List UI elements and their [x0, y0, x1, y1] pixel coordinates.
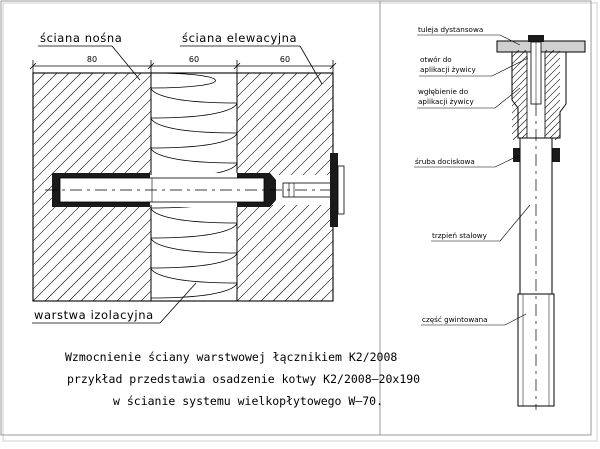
hatch-line: [260, 228, 333, 301]
outer-frame: [0, 0, 592, 436]
label-bearing-wall: ściana nośna: [40, 31, 122, 45]
hatch-line: [512, 50, 541, 79]
hatch-line: [540, 120, 560, 140]
hatch-line: [512, 50, 534, 72]
hatch-line: [33, 73, 34, 74]
hatch-line: [321, 73, 549, 301]
hatch-line: [320, 288, 333, 301]
hatch-line: [512, 57, 560, 107]
dimension-line: [29, 60, 337, 73]
caption-line-1: Wzmocnienie ściany warstwowej łącznikiem…: [65, 350, 397, 364]
hatch-line: [562, 50, 600, 140]
leader-bearing-wall: [111, 45, 141, 81]
hatch-line: [381, 73, 600, 301]
leader-facade-wall: [299, 45, 323, 85]
hatch-line: [237, 204, 333, 301]
hatch-line: [512, 85, 560, 135]
hatch-line: [512, 50, 560, 100]
hatch-line: [248, 216, 333, 301]
hatch-line: [33, 74, 151, 194]
hatch-line: [237, 192, 333, 290]
label-facade-wall: ściana elewacyjna: [182, 31, 297, 45]
hatch-line: [237, 73, 298, 134]
dimension-60-insulation: 60: [189, 55, 199, 64]
hatch-line: [429, 73, 600, 301]
hatch-line: [533, 113, 560, 140]
label-insulation: warstwa izolacyjna: [34, 308, 154, 322]
label-spacer-sleeve: tuleja dystansowa: [418, 25, 483, 34]
dimension-60-facade: 60: [280, 55, 290, 64]
leader-pressure-screw: [494, 154, 521, 168]
anchor-head-plate: [330, 153, 338, 227]
hatch-line: [33, 73, 142, 182]
hatch-line: [80, 230, 151, 301]
hatch-line: [33, 73, 118, 158]
hatch-line: [405, 73, 600, 301]
resin-recess-left: [513, 148, 520, 162]
hatch-line: [33, 73, 58, 98]
label-resin-hole-1: otwór do: [420, 55, 452, 64]
wall-section-drawing: 80 60 60 ściana nośna: [29, 31, 600, 408]
hatch-line: [104, 254, 151, 301]
hatch-line: [92, 242, 151, 301]
screw-head: [528, 35, 544, 42]
resin-fill-bearing: [52, 173, 150, 207]
hatch-line: [44, 194, 151, 301]
hatch-line: [33, 73, 46, 86]
leader-insulation: [159, 282, 197, 324]
anchor-nut: [337, 165, 345, 215]
hatch-line: [68, 218, 151, 301]
label-resin-recess-1: wgłębienie do: [418, 87, 468, 96]
hatch-line: [393, 73, 600, 301]
dimension-80: 80: [87, 55, 97, 64]
hatch-line: [272, 240, 333, 301]
hatch-line: [33, 73, 82, 122]
leader-steel-shaft: [499, 204, 531, 242]
leader-threaded-part: [504, 313, 527, 326]
label-pressure-screw: śruba dociskowa: [415, 157, 475, 166]
label-steel-shaft: trzpień stalowy: [432, 231, 488, 240]
hatch-line: [33, 73, 130, 170]
resin-fill-facade: [237, 173, 276, 207]
label-threaded-part: część gwintowana: [422, 315, 488, 324]
hatch-line: [569, 50, 600, 140]
hatch-line: [56, 206, 151, 301]
leader-resin-hole: [491, 57, 529, 77]
label-resin-hole-2: aplikacji żywicy: [420, 65, 476, 74]
leader-resin-recess: [494, 87, 521, 109]
resin-recess-right: [552, 148, 560, 162]
hatch-line: [237, 84, 333, 182]
hatch-line: [237, 73, 310, 146]
anchor-detail-drawing: tuleja dystansowa otwór do aplikacji żyw…: [414, 25, 600, 410]
hatch-line: [576, 50, 600, 140]
hatch-line: [33, 73, 94, 134]
outer-shadow-frame: [2, 2, 598, 442]
hatch-line: [33, 86, 151, 206]
caption-line-3: w ścianie systemu wielkopłytowego W–70.: [113, 394, 383, 408]
caption-line-2: przykład przedstawia osadzenie kotwy K2/…: [67, 372, 420, 386]
hatch-line: [417, 73, 600, 301]
hatch-line: [237, 73, 322, 158]
hatch-line: [33, 73, 106, 146]
hatch-line: [237, 73, 333, 170]
hatch-line: [237, 73, 286, 122]
label-resin-recess-2: aplikacji żywicy: [418, 97, 474, 106]
leader-spacer-sleeve: [499, 34, 521, 46]
hatch-line: [284, 252, 333, 301]
